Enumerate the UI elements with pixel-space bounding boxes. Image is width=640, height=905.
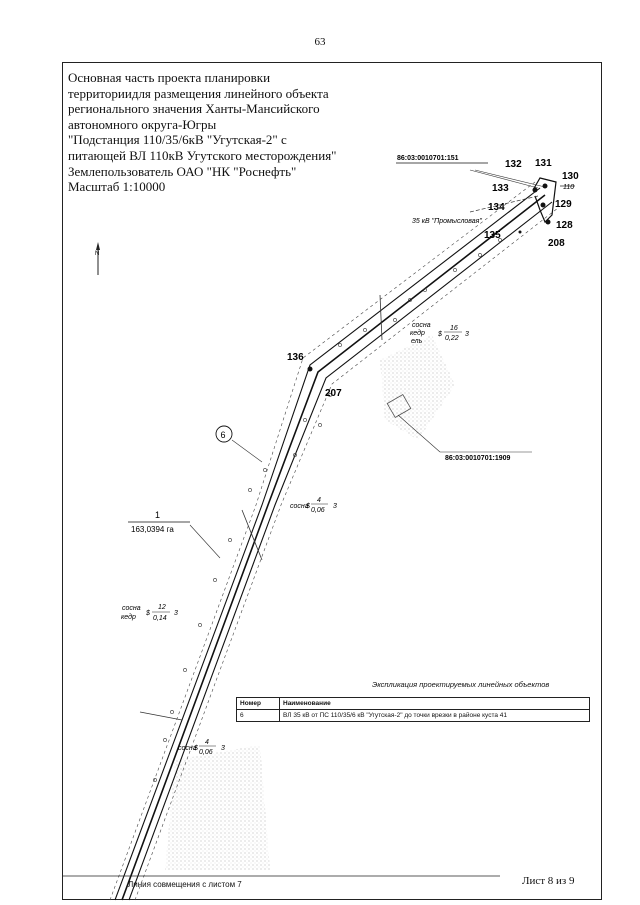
leader (397, 414, 441, 453)
title-line: питающей ВЛ 110кВ Угутского месторождени… (68, 147, 337, 163)
forest-label-3: сосна кедр $ 12 0,14 3 (121, 604, 178, 622)
document-title: Основная часть проекта планировки террит… (68, 70, 398, 195)
corridor-line (114, 187, 541, 901)
cross-line (379, 294, 383, 341)
label-132: 132 (505, 159, 522, 170)
stippled-area (165, 745, 270, 870)
label-135: 135 (484, 230, 501, 241)
point-128 (545, 219, 551, 225)
label-129: 129 (555, 199, 572, 210)
page-number: 63 (314, 36, 326, 48)
table-header-row: Номер Наименование (236, 697, 590, 710)
point-129 (540, 202, 546, 208)
structure-square (386, 394, 412, 418)
explication-table: Номер Наименование 6 ВЛ 35 кВ от ПС 110/… (236, 697, 590, 722)
area-value: 163,0394 га (131, 525, 174, 534)
cross-line (241, 509, 263, 561)
forest-tail: 3 (174, 610, 178, 617)
forest-num: 4 (205, 739, 209, 746)
label-207: 207 (325, 388, 342, 399)
north-label: N (95, 251, 99, 257)
point-135 (518, 230, 522, 234)
match-line-label: Линия совмещения с листом 7 (128, 880, 242, 889)
forest-fraction-symbol: $ (305, 503, 310, 510)
corridor-boundary (134, 207, 559, 901)
explication-title: Экспликация проектируемых линейных объек… (372, 680, 550, 689)
point-131 (542, 183, 548, 189)
leader (474, 169, 546, 188)
species: сосна (412, 322, 431, 329)
label-130: 130 (562, 171, 579, 182)
forest-den: 0,06 (311, 507, 325, 514)
forest-num: 4 (317, 497, 321, 504)
sheet-number: Лист 8 из 9 (522, 875, 575, 887)
forest-den: 0,14 (153, 615, 167, 622)
point-133 (532, 187, 538, 193)
title-line: регионального значения Ханты-Мансийского (68, 101, 320, 117)
species: сосна (122, 605, 141, 612)
forest-tail: 3 (221, 745, 225, 752)
forest-fraction-symbol: $ (193, 745, 198, 752)
forest-label-1: сосна кедр ель $ 16 0,22 3 (410, 322, 469, 345)
species: сосна (290, 503, 309, 510)
label-136: 136 (287, 352, 304, 363)
label-133: 133 (492, 183, 509, 194)
forest-tail: 3 (465, 331, 469, 338)
forest-num: 12 (158, 604, 166, 611)
object-number: 6 (221, 430, 226, 440)
species: сосна (178, 745, 197, 752)
label-128: 128 (556, 220, 573, 231)
object-circle (215, 425, 233, 443)
title-line: "Подстанция 110/35/6кВ "Угутская-2" с (68, 132, 287, 148)
forest-den: 0,22 (445, 335, 459, 342)
species: кедр (410, 329, 425, 337)
point-136 (307, 366, 313, 372)
substation-outline (532, 177, 557, 224)
map-frame (62, 62, 602, 900)
species: ель (411, 338, 423, 345)
parcel-top-label: 86:03:0010701:151 (397, 155, 459, 162)
label-208: 208 (548, 238, 565, 249)
corridor-centerline (121, 194, 546, 901)
species: кедр (121, 613, 136, 621)
column-header: Номер (236, 697, 280, 710)
corridor-boundary (109, 181, 536, 901)
column-header: Наименование (279, 697, 590, 710)
stippled-area (380, 335, 455, 440)
table-cell: 6 (236, 709, 280, 722)
corridor-line (128, 201, 553, 901)
label-134: 134 (488, 202, 505, 213)
forest-tail: 3 (333, 503, 337, 510)
title-line: территориидля размещения линейного объек… (68, 85, 329, 101)
cross-line (139, 711, 183, 721)
survey-marks (153, 238, 502, 782)
title-line: Землепользователь ОАО "НК "Роснефть" (68, 163, 297, 179)
leader (231, 439, 263, 463)
title-line: автономного округа-Югры (68, 116, 217, 132)
forest-fraction-symbol: $ (437, 331, 442, 338)
title-line: Основная часть проекта планировки (68, 70, 271, 85)
table-cell: ВЛ 35 кВ от ПС 110/35/6 кВ "Угутская-2" … (279, 709, 590, 722)
area-number: 1 (155, 510, 160, 520)
forest-fraction-symbol: $ (145, 610, 150, 617)
forest-label-2: сосна $ 4 0,06 3 (290, 497, 337, 514)
table-row: 6 ВЛ 35 кВ от ПС 110/35/6 кВ "Угутская-2… (236, 709, 590, 722)
line-name-label: 35 кВ "Промысловая" (412, 218, 482, 225)
parcel-right-label: 86:03:0010701:1909 (445, 455, 510, 462)
forest-num: 16 (450, 325, 458, 332)
label-131: 131 (535, 158, 552, 169)
forest-den: 0,06 (199, 749, 213, 756)
title-line: Масштаб 1:10000 (68, 179, 166, 195)
leader (469, 169, 539, 189)
north-arrow-head (96, 242, 100, 250)
leader (189, 524, 221, 559)
label-110: 110 (563, 184, 574, 191)
forest-label-4: сосна $ 4 0,06 3 (178, 739, 225, 756)
